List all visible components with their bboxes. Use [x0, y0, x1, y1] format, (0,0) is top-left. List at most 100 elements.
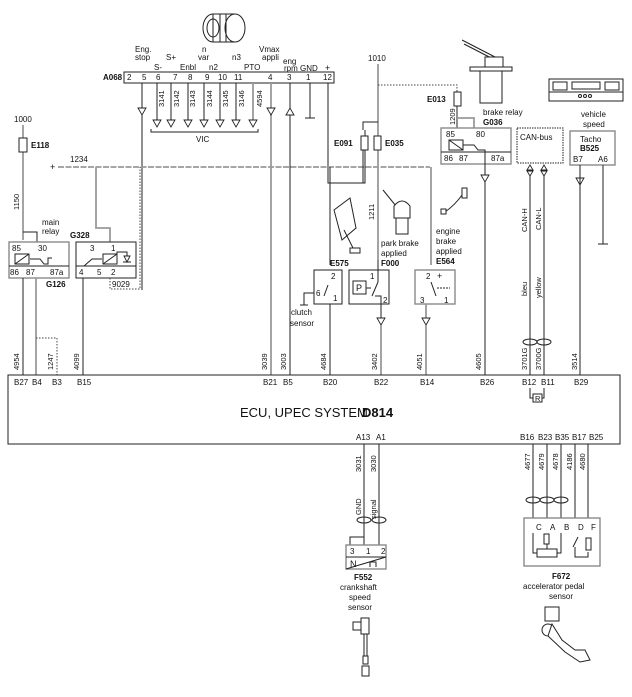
- park-brake-caption-2: applied: [381, 249, 407, 258]
- tacho-code: B525: [580, 144, 600, 153]
- park-brake-lever-illustration: [382, 189, 411, 235]
- pin: 85: [12, 244, 21, 253]
- wire-label: 3141: [157, 90, 166, 107]
- ecu-pin: B29: [574, 378, 589, 387]
- wire-4679: 4679: [537, 453, 546, 470]
- wire-1211: 1211: [367, 204, 376, 220]
- ecu-pin: B21: [263, 378, 278, 387]
- relay-g328: G328 3 1 4 5 2 9029: [70, 167, 141, 290]
- func-rpm: rpm: [284, 64, 298, 73]
- engine-brake-caption-3: applied: [436, 247, 462, 256]
- pin: 10: [218, 73, 227, 82]
- pin: 3: [420, 296, 425, 305]
- func-eng-stop-2: stop: [135, 53, 151, 62]
- wire-3402: 3402: [370, 353, 379, 370]
- clutch-sensor-code: E575: [330, 259, 349, 268]
- fuse-e035: [373, 135, 382, 151]
- pin: 86: [444, 154, 453, 163]
- main-relay-label-2: relay: [42, 227, 59, 236]
- pin: 9: [205, 73, 210, 82]
- wire-3700g: 3700G: [534, 347, 543, 370]
- ecu-pin: B25: [589, 433, 604, 442]
- can-h-label: CAN-H: [520, 208, 529, 232]
- wire-1209: 1209: [448, 108, 457, 125]
- func-n: n: [202, 45, 206, 54]
- ecu-pin: B27: [14, 378, 29, 387]
- ecu-pin: B20: [323, 378, 338, 387]
- wire-3514: 3514: [570, 353, 579, 370]
- bleu-label: bleu: [520, 282, 529, 296]
- clutch-sensor-e575: E575 2 6 1 clutch sensor 4684: [290, 259, 349, 375]
- wire-label: 3142: [172, 90, 181, 107]
- wire-4677: 4677: [523, 453, 532, 470]
- crank-caption-3: sensor: [348, 603, 372, 612]
- park-brake-symbol: P: [356, 283, 362, 293]
- pin: 2: [383, 296, 388, 305]
- pin: 2: [381, 547, 386, 556]
- wire-1150: 1150: [12, 194, 21, 210]
- brake-relay-g036: brake relay G036 1209 85 80 86 87 87a 46…: [440, 106, 523, 375]
- pin: 4: [268, 73, 273, 82]
- ecu-pin: A13: [356, 433, 371, 442]
- crank-caption-2: speed: [349, 593, 371, 602]
- func-s-plus: S+: [166, 53, 176, 62]
- ecu-pin: B17: [572, 433, 587, 442]
- pin: 87a: [491, 154, 505, 163]
- vic-group-label: VIC: [196, 135, 210, 144]
- ecu-pin: B3: [52, 378, 62, 387]
- pin: 2: [426, 272, 431, 281]
- pin: 86: [10, 268, 19, 277]
- wire-4051: 4051: [415, 353, 424, 370]
- func-appli: appli: [262, 53, 279, 62]
- pin: A6: [598, 155, 608, 164]
- tacho-b525: vehicle speed Tacho B525 B7 A6 3514: [569, 110, 616, 375]
- engine-brake-caption-2: brake: [436, 237, 457, 246]
- pin: 1: [370, 272, 375, 281]
- wire-3039: 3039: [260, 353, 269, 370]
- pin: 1: [111, 244, 116, 253]
- brake-pedal-valve-illustration: [461, 39, 513, 104]
- crank-caption-1: crankshaft: [340, 583, 378, 592]
- can-bus-box: CAN-bus CAN-H CAN-L bleu yellow 3701G 37…: [516, 127, 564, 375]
- clutch-sensor-caption-2: sensor: [290, 319, 314, 328]
- connector-code: A068: [103, 73, 123, 82]
- engine-brake-code: E564: [436, 257, 455, 266]
- func-plus: +: [325, 63, 330, 73]
- pin: 87: [459, 154, 468, 163]
- clutch-sensor-caption-1: clutch: [291, 308, 312, 317]
- fuse-e013: [453, 91, 462, 107]
- accelerator-sensor-code: F672: [552, 572, 571, 581]
- plus-1234: +: [50, 162, 55, 172]
- pin: +: [437, 271, 442, 281]
- func-vmax: Vmax: [259, 45, 279, 54]
- resistor-label: R: [535, 394, 541, 403]
- ecu-pin: B22: [374, 378, 389, 387]
- engine-brake-switch-illustration: [440, 187, 468, 215]
- main-relay-g126: main relay 85 30 86 87 87a G126: [8, 218, 70, 289]
- wire-label: 4594: [255, 90, 264, 107]
- vic-wires: 3141 3142 3143 3144 3145 3146 4594 VIC: [150, 83, 264, 144]
- wire-4684: 4684: [319, 353, 328, 370]
- park-brake-f000: park brake applied F000 P 1 2 3402: [348, 239, 419, 375]
- func-var: var: [198, 53, 209, 62]
- fuse-e118: [18, 137, 28, 153]
- fuse-e091-label: E091: [334, 139, 353, 148]
- pin: 3: [287, 73, 292, 82]
- ecu-pin: B23: [538, 433, 553, 442]
- wire-label: 3143: [188, 90, 197, 107]
- accel-caption-2: sensor: [549, 592, 573, 601]
- ecu-pin: B5: [283, 378, 293, 387]
- pin: 87a: [50, 268, 64, 277]
- brake-relay-label: brake relay: [483, 108, 523, 117]
- accelerator-sensor-f672: 4677 4679 4678 4186 4680 C A B D F F672 …: [523, 444, 601, 601]
- ecu-pin: B16: [520, 433, 535, 442]
- wire-1010: 1010: [368, 54, 386, 63]
- pin: 85: [446, 130, 455, 139]
- func-n3: n3: [232, 53, 241, 62]
- wire-4605: 4605: [474, 353, 483, 370]
- pin: 3: [90, 244, 95, 253]
- func-gnd: GND: [300, 64, 318, 73]
- ecu-pin: B12: [522, 378, 537, 387]
- wire-9029: 9029: [112, 280, 130, 289]
- pin: 5: [97, 268, 102, 277]
